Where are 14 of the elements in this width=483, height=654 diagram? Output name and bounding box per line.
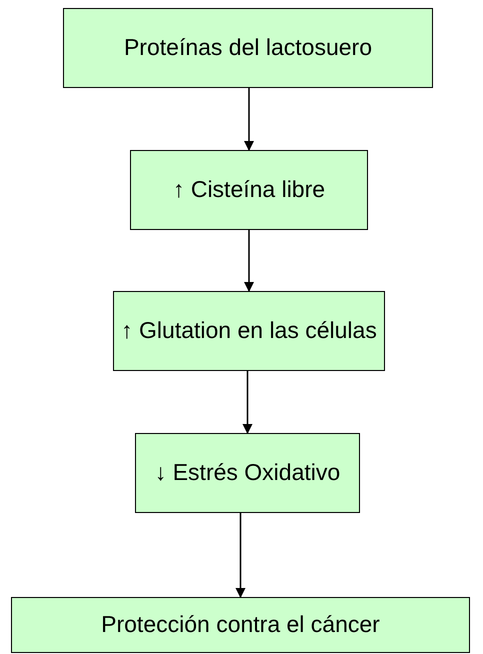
process-box bbox=[130, 150, 368, 230]
box-label: ↓ Estrés Oxidativo bbox=[154, 459, 340, 487]
arrow bbox=[244, 88, 254, 151]
box-label: Proteínas del lactosuero bbox=[124, 34, 372, 62]
arrow bbox=[242, 371, 252, 434]
process-box bbox=[113, 291, 385, 371]
process-box bbox=[135, 433, 360, 513]
box-label: ↑ Glutation en las células bbox=[121, 317, 377, 345]
arrow bbox=[244, 230, 254, 292]
process-box bbox=[11, 597, 470, 653]
box-label: Protección contra el cáncer bbox=[101, 611, 380, 639]
process-box bbox=[63, 8, 433, 88]
arrow bbox=[236, 513, 246, 598]
box-label: ↑ Cisteína libre bbox=[172, 176, 326, 204]
